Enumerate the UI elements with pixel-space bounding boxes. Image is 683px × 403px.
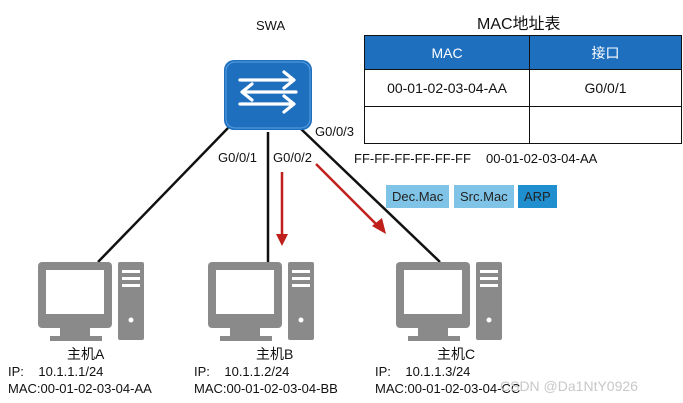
host-b-ip-label: IP:: [194, 364, 210, 379]
table-cell-port: G0/0/1: [529, 69, 682, 107]
host-c-ip-label: IP:: [375, 364, 391, 379]
host-a-ip: 10.1.1.1/24: [38, 364, 104, 379]
frame-dst-mac: FF-FF-FF-FF-FF-FF: [354, 151, 471, 166]
frame-field-dst-mac: Dec.Mac: [386, 185, 450, 208]
watermark: CSDN @Da1NtY0926: [500, 378, 638, 394]
frame-field-src-mac: Src.Mac: [454, 185, 514, 208]
host-a-pc-icon: [38, 262, 144, 341]
flood-arrow-to-b: [276, 172, 288, 246]
host-c-mac: MAC:00-01-02-03-04-CC: [375, 381, 521, 396]
table-row: [364, 106, 682, 144]
table-cell-port: [529, 106, 682, 144]
port-label-g2: G0/0/2: [273, 150, 313, 165]
host-b-info: IP: 10.1.1.2/24 MAC:00-01-02-03-04-BB: [194, 363, 338, 397]
host-a-mac: MAC:00-01-02-03-04-AA: [8, 381, 152, 396]
switch-name: SWA: [256, 18, 286, 33]
frame-field-arp: ARP: [518, 185, 557, 208]
host-a-ip-label: IP:: [8, 364, 24, 379]
host-b-mac: MAC:00-01-02-03-04-BB: [194, 381, 338, 396]
port-label-g3: G0/0/3: [315, 124, 355, 139]
host-c-info: IP: 10.1.1.3/24 MAC:00-01-02-03-04-CC: [375, 363, 520, 397]
host-c-ip: 10.1.1.3/24: [405, 364, 471, 379]
port-column-header: 接口: [529, 35, 682, 70]
host-b-pc-icon: [208, 262, 314, 341]
host-c-name: 主机C: [437, 346, 476, 362]
frame-src-mac: 00-01-02-03-04-AA: [486, 151, 598, 166]
host-a-info: IP: 10.1.1.1/24 MAC:00-01-02-03-04-AA: [8, 363, 152, 397]
host-a-name: 主机A: [67, 346, 105, 362]
link-switch-host-c: [299, 127, 441, 263]
mac-address-table: MAC 接口 00-01-02-03-04-AA G0/0/1: [364, 35, 682, 144]
table-cell-mac: [364, 106, 530, 144]
table-row: 00-01-02-03-04-AA G0/0/1: [364, 69, 682, 107]
host-b-name: 主机B: [256, 346, 294, 362]
mac-column-header: MAC: [364, 35, 530, 70]
switch-icon: [224, 60, 312, 130]
port-label-g1: G0/0/1: [218, 150, 258, 165]
host-b-ip: 10.1.1.2/24: [224, 364, 290, 379]
host-c-pc-icon: [396, 262, 502, 341]
table-cell-mac: 00-01-02-03-04-AA: [364, 69, 530, 107]
link-switch-host-a: [97, 127, 229, 263]
flood-arrow-to-c: [315, 163, 386, 234]
mac-table-title: MAC地址表: [477, 16, 561, 33]
